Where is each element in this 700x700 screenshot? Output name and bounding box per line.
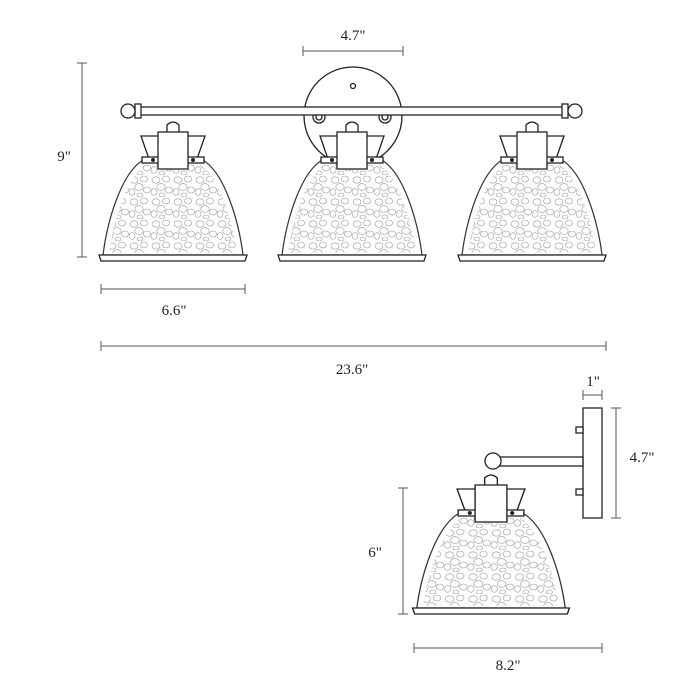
backplate-depth-label: 1" [586,374,600,390]
side-view [411,407,603,615]
overall-height-label: 9" [57,149,71,165]
side-arm [496,456,584,467]
dimension-lines [77,46,621,653]
extension-label: 8.2" [496,658,521,674]
overall-width-label: 23.6" [336,362,368,378]
shade-center [277,121,427,262]
shade-right [457,121,607,262]
backplate-height-label: 4.7" [630,450,655,466]
horizontal-arm [139,106,564,116]
shade-left [98,121,248,262]
side-backplate [582,407,603,519]
front-view [98,66,607,262]
backplate-width-label: 4.7" [341,28,366,44]
side-shade [411,474,571,615]
shade-height-label: 6" [368,545,382,561]
shade-width-label: 6.6" [162,303,187,319]
